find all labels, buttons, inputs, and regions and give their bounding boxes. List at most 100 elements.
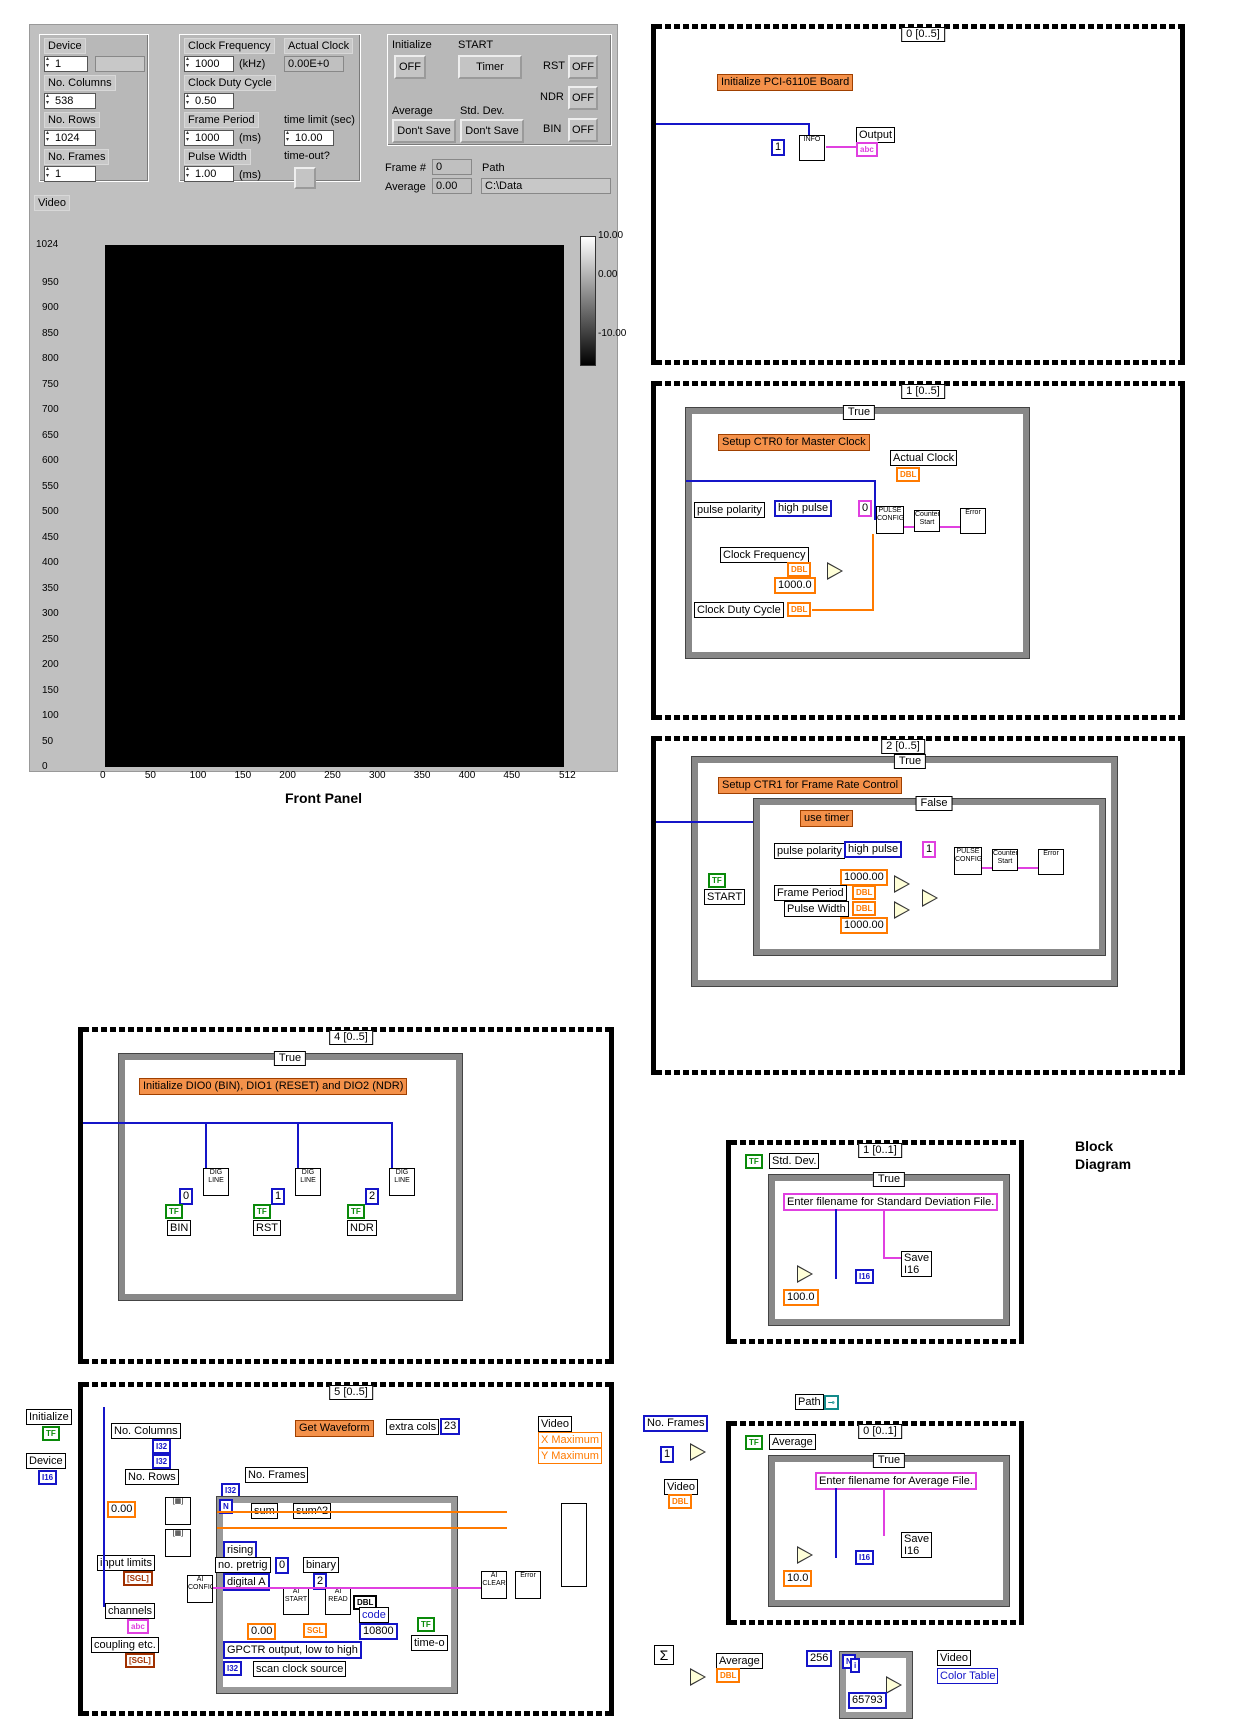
dig-line-vi-rst[interactable]: DIG LINE: [295, 1168, 321, 1196]
save-i16-vi[interactable]: Save I16: [901, 1532, 933, 1558]
const-line-0[interactable]: 0: [179, 1188, 194, 1205]
const-10800[interactable]: 10800: [359, 1623, 398, 1640]
gpctr-output-ring[interactable]: GPCTR output, low to high: [223, 1641, 362, 1659]
case-selector-std[interactable]: True: [872, 1172, 906, 1187]
pulse-width-field[interactable]: 1.00: [184, 166, 234, 182]
extra-cols-label: extra cols: [386, 1419, 440, 1435]
const-one[interactable]: 1: [660, 1446, 675, 1463]
const-line-1[interactable]: 1: [271, 1188, 286, 1205]
const-device-1[interactable]: 1: [771, 139, 786, 156]
average-save-button[interactable]: Don't Save: [392, 119, 456, 143]
dig-line-vi-ndr[interactable]: DIG LINE: [389, 1168, 415, 1196]
clock-frequency-field[interactable]: 1000: [184, 56, 234, 72]
y-tick-label: 900: [42, 302, 59, 314]
case-selector-use-timer[interactable]: False: [915, 796, 953, 811]
const-0-00[interactable]: 0.00: [107, 1501, 137, 1518]
sequence-selector-avg[interactable]: 0 [0..1]: [858, 1424, 902, 1439]
divide-node-a: [894, 875, 910, 893]
pulse-config-vi-icon[interactable]: PULSE CONFIG: [954, 847, 982, 875]
pulse-config-vi-icon[interactable]: PULSE CONFIG: [876, 506, 904, 534]
x-tick-label: 350: [413, 770, 431, 781]
const-pretrig-0[interactable]: 0: [275, 1557, 290, 1574]
sequence-selector-1[interactable]: 1 [0..5]: [901, 384, 945, 399]
device-field[interactable]: 1: [44, 56, 88, 72]
initialize-array-vi-1[interactable]: [▦]: [165, 1497, 191, 1525]
const-1000-a[interactable]: 1000.00: [840, 869, 888, 886]
device-label: Device: [26, 1453, 66, 1469]
initialize-array-vi-2[interactable]: [▦]: [165, 1529, 191, 1557]
code-label: code: [359, 1607, 389, 1623]
start-timer-button[interactable]: Timer: [458, 55, 522, 79]
rst-button[interactable]: OFF: [568, 55, 598, 79]
no-columns-field[interactable]: 538: [44, 93, 96, 109]
no-rows-field[interactable]: 1024: [44, 130, 96, 146]
save-i16-vi[interactable]: Save I16: [901, 1251, 933, 1277]
const-1000[interactable]: 1000.0: [774, 577, 816, 594]
time-limit-field[interactable]: 10.00: [284, 130, 334, 146]
comment-use-timer: use timer: [800, 810, 854, 827]
const-100[interactable]: 100.0: [783, 1289, 819, 1306]
digital-a-ring[interactable]: digital A: [223, 1573, 270, 1591]
y-tick-label: 200: [42, 659, 59, 671]
ai-start-vi-icon[interactable]: AI START: [283, 1587, 309, 1615]
std-dev-label: Std. Dev.: [769, 1153, 820, 1169]
sequence-selector-4[interactable]: 4 [0..5]: [329, 1030, 373, 1045]
sequence-selector-0[interactable]: 0 [0..5]: [901, 27, 945, 42]
counter-start-vi-icon[interactable]: Counter Start: [914, 510, 940, 532]
initialize-label: Initialize: [26, 1409, 72, 1425]
high-pulse-ring[interactable]: high pulse: [774, 500, 833, 517]
ai-read-vi-icon[interactable]: AI READ: [325, 1587, 351, 1615]
y-tick-label: 1024: [36, 239, 59, 250]
x-tick-label: 100: [189, 770, 207, 781]
clock-duty-cycle-field[interactable]: 0.50: [184, 93, 234, 109]
y-tick-label: 150: [42, 684, 59, 696]
const-line-2[interactable]: 2: [365, 1188, 380, 1205]
ai-config-vi-icon[interactable]: AI CONFIG: [187, 1575, 213, 1603]
average-indicator-label: Average: [716, 1653, 763, 1669]
case-selector-ctr1-outer[interactable]: True: [893, 754, 927, 769]
y-tick-label: 650: [42, 429, 59, 441]
error-vi-icon[interactable]: Error: [960, 508, 986, 534]
input-limits-const: [SGL]: [123, 1571, 153, 1586]
ndr-button[interactable]: OFF: [568, 86, 598, 110]
std-dev-save-label: Std. Dev.: [460, 105, 505, 117]
const-23[interactable]: 23: [440, 1418, 461, 1435]
error-vi-icon[interactable]: Error: [515, 1571, 541, 1599]
sequence-selector-std[interactable]: 1 [0..1]: [858, 1143, 902, 1158]
dig-line-vi-bin[interactable]: DIG LINE: [203, 1168, 229, 1196]
initialize-button[interactable]: OFF: [394, 55, 426, 79]
y-tick-label: 950: [42, 276, 59, 288]
counter-start-vi-icon[interactable]: Counter Start: [992, 849, 1018, 871]
pulse-width-unit: (ms): [239, 169, 261, 181]
const-256[interactable]: 256: [806, 1650, 833, 1667]
const-1000-b[interactable]: 1000.00: [840, 917, 888, 934]
wire: [217, 1511, 507, 1513]
frame-period-field[interactable]: 1000: [184, 130, 234, 146]
video-property-label: Video: [937, 1650, 971, 1666]
const-one[interactable]: 1: [922, 841, 937, 858]
const-0-00-b[interactable]: 0.00: [247, 1623, 277, 1640]
case-selector-dio[interactable]: True: [273, 1051, 307, 1066]
multiply-node: [886, 1676, 902, 1694]
multiply-node: [827, 562, 843, 580]
sequence-selector-2[interactable]: 2 [0..5]: [881, 739, 925, 754]
const-10[interactable]: 10.0: [783, 1570, 813, 1587]
no-columns-control: I32: [152, 1439, 172, 1454]
ramp-tick-mid: 0.00: [598, 269, 618, 280]
info-vi-icon[interactable]: INFO: [799, 135, 825, 161]
std-dev-save-button[interactable]: Don't Save: [460, 119, 524, 143]
case-selector-ctr0[interactable]: True: [842, 405, 876, 420]
start-label: START: [704, 889, 746, 905]
video-local-label: Video: [664, 1479, 698, 1495]
high-pulse-ring[interactable]: high pulse: [844, 841, 903, 858]
ai-clear-vi-icon[interactable]: AI CLEAR: [481, 1571, 507, 1599]
no-frames-field[interactable]: 1: [44, 166, 96, 182]
bin-button[interactable]: OFF: [568, 118, 598, 142]
const-binary-2[interactable]: 2: [313, 1573, 328, 1590]
error-vi-icon[interactable]: Error: [1038, 849, 1064, 875]
device-name-display: [95, 56, 145, 72]
sequence-selector-5[interactable]: 5 [0..5]: [329, 1385, 373, 1400]
const-zero[interactable]: 0: [858, 500, 873, 517]
case-selector-avg[interactable]: True: [872, 1453, 906, 1468]
const-65793[interactable]: 65793: [848, 1692, 887, 1709]
